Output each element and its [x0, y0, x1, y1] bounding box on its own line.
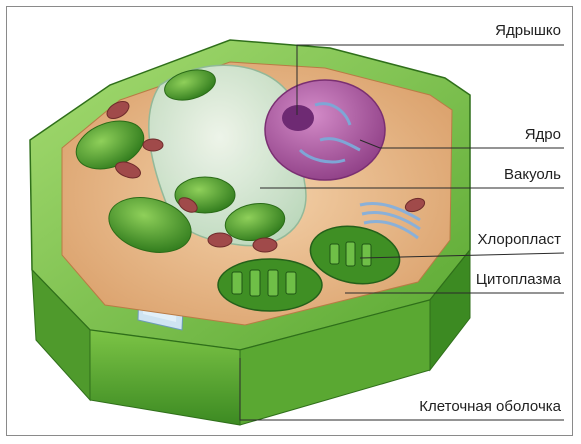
label-cell-wall: Клеточная оболочка: [419, 398, 561, 415]
label-cytoplasm: Цитоплазма: [476, 271, 561, 288]
label-vacuole: Вакуоль: [504, 166, 561, 183]
nucleolus: [282, 105, 314, 131]
label-nucleolus: Ядрышко: [495, 22, 561, 39]
label-chloroplast: Хлоропласт: [477, 231, 561, 248]
label-nucleus: Ядро: [525, 126, 561, 143]
nucleus: [265, 80, 385, 180]
